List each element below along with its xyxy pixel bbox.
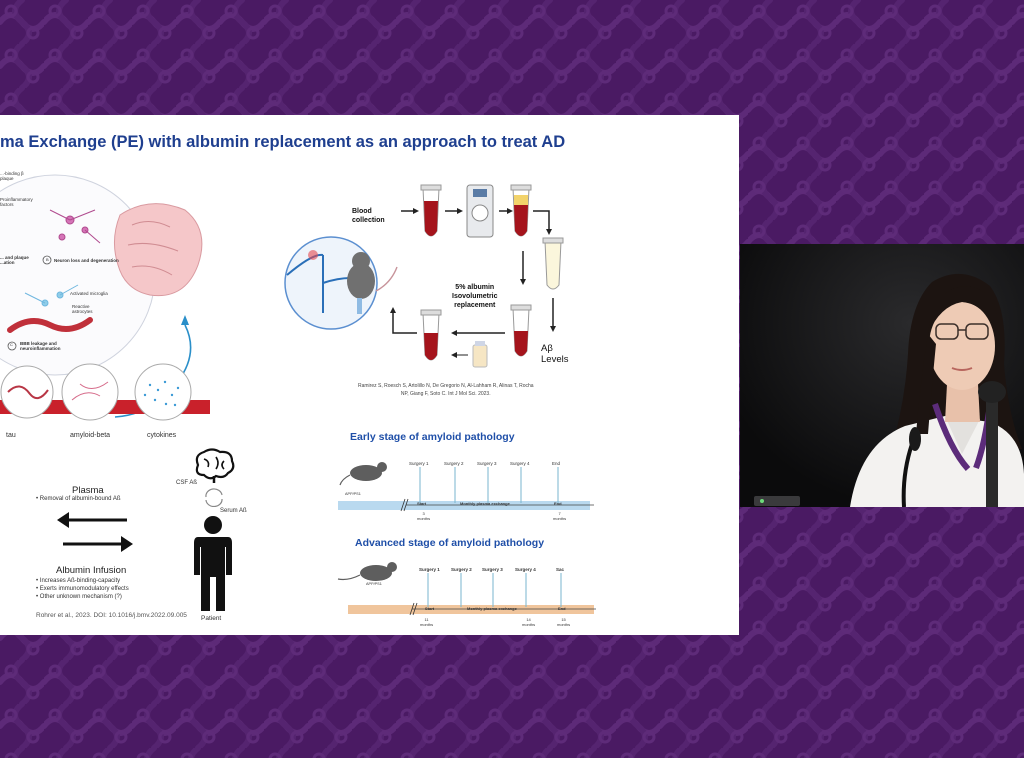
marker-b: B xyxy=(46,257,49,262)
label-reactive-astrocytes: Reactive astrocytes xyxy=(72,304,93,314)
label-activated-microglia: Activated microglia xyxy=(70,291,108,296)
advanced-sac-marker: Sac xyxy=(556,567,565,572)
plasma-bullet-text: Removal of albumin-bound Aß xyxy=(39,496,121,502)
albumin-bullet-2: • Exerts immunomodulatory effects xyxy=(36,586,129,592)
plasma-bullet: • Removal of albumin-bound Aß xyxy=(36,496,121,502)
albumin-bullet-3-text: Other unknown mechanism (?) xyxy=(39,594,122,600)
advanced-bar-label: Monthly plasma exchange xyxy=(467,606,517,611)
early-surgery-3: Surgery 3 xyxy=(477,461,497,466)
albumin-bullet-2-text: Exerts immunomodulatory effects xyxy=(39,586,129,592)
advanced-stage-title: Advanced stage of amyloid pathology xyxy=(355,537,545,549)
albumin-title: Albumin Infusion xyxy=(56,565,127,576)
label-plaque-formation: ... and plaque ...ation xyxy=(0,255,29,265)
label-amyloid-plaque: ...-binding β plaque xyxy=(0,171,24,181)
exchange-arrows xyxy=(57,512,133,552)
speaker-video xyxy=(740,244,1024,507)
label-amyloid-beta: amyloid-beta xyxy=(70,432,111,439)
cycle-arrows-icon xyxy=(205,488,223,507)
advanced-bar-end: End xyxy=(558,606,566,611)
left-citation: Rohrer et al., 2023. DOI: 10.1016/j.bmv.… xyxy=(36,612,187,619)
early-surgery-1: Surgery 1 xyxy=(409,461,429,466)
advanced-surgery-4: Surgery 4 xyxy=(515,567,536,572)
speaker xyxy=(740,244,1024,507)
albumin-bullet-1-text: Increases Aß-binding-capacity xyxy=(39,578,121,584)
early-months-end: 7 months xyxy=(553,511,567,521)
label-neuron-loss: Neuron loss and degeneration xyxy=(54,258,119,263)
early-end-marker: End xyxy=(552,461,561,466)
albumin-bullet-1: • Increases Aß-binding-capacity xyxy=(36,578,121,584)
blood-collection-label: Blood collection xyxy=(352,208,385,224)
early-mouse-label: APP/PS1 xyxy=(345,492,361,496)
albumin-bullet-3: • Other unknown mechanism (?) xyxy=(36,594,122,600)
early-months-start: 3 months xyxy=(417,511,431,521)
label-proinflammatory: Proinflammatory factors xyxy=(0,197,33,207)
presentation-slide: ma Exchange (PE) with albumin replacemen… xyxy=(0,115,739,635)
biomarker-circles xyxy=(0,363,210,421)
marker-c: C xyxy=(10,342,13,347)
brain-pathology-illustration xyxy=(0,174,203,418)
plasma-title: Plasma xyxy=(72,485,104,496)
early-bar-label: Monthly plasma exchange xyxy=(460,501,510,506)
plasma-exchange-procedure xyxy=(284,184,564,368)
advanced-months-mid: 14 months xyxy=(522,617,536,627)
advanced-months-end: 15 months xyxy=(557,617,571,627)
early-bar-end: End xyxy=(554,501,562,506)
abeta-levels-label: Aβ Levels xyxy=(541,343,569,365)
procedure-citation: Ramirez S, Roesch S, Artolillo N, De Gre… xyxy=(358,383,534,397)
advanced-start: Start xyxy=(425,606,435,611)
patient-label: Patient xyxy=(201,615,222,622)
advanced-months-start: 11 months xyxy=(420,617,434,627)
advanced-surgery-1: Surgery 1 xyxy=(419,567,440,572)
early-surgery-2: Surgery 2 xyxy=(444,461,464,466)
serum-label: Serum Aß xyxy=(220,508,247,514)
label-bbb: BBB leakage and neuroinflammation xyxy=(20,341,61,351)
early-surgery-4: Surgery 4 xyxy=(510,461,530,466)
slide-title: ma Exchange (PE) with albumin replacemen… xyxy=(0,133,566,151)
label-cytokines: cytokines xyxy=(147,432,177,439)
person-icon xyxy=(194,516,232,611)
advanced-surgery-3: Surgery 3 xyxy=(482,567,503,572)
advanced-mouse-label: APP/PS1 xyxy=(366,582,382,586)
csf-label: CSF Aß xyxy=(176,480,198,486)
early-start: Start xyxy=(417,501,427,506)
albumin-replacement-label: 5% albumin Isovolumetric replacement xyxy=(452,284,498,309)
early-stage-title: Early stage of amyloid pathology xyxy=(350,431,515,443)
albumin-bullets: • Increases Aß-binding-capacity • Exerts… xyxy=(36,577,129,601)
early-stage-timeline xyxy=(338,462,594,512)
brain-icon xyxy=(195,448,235,483)
test-tube-icon xyxy=(420,184,442,237)
advanced-stage-timeline xyxy=(337,562,596,616)
label-tau: tau xyxy=(6,432,16,439)
advanced-surgery-2: Surgery 2 xyxy=(451,567,472,572)
